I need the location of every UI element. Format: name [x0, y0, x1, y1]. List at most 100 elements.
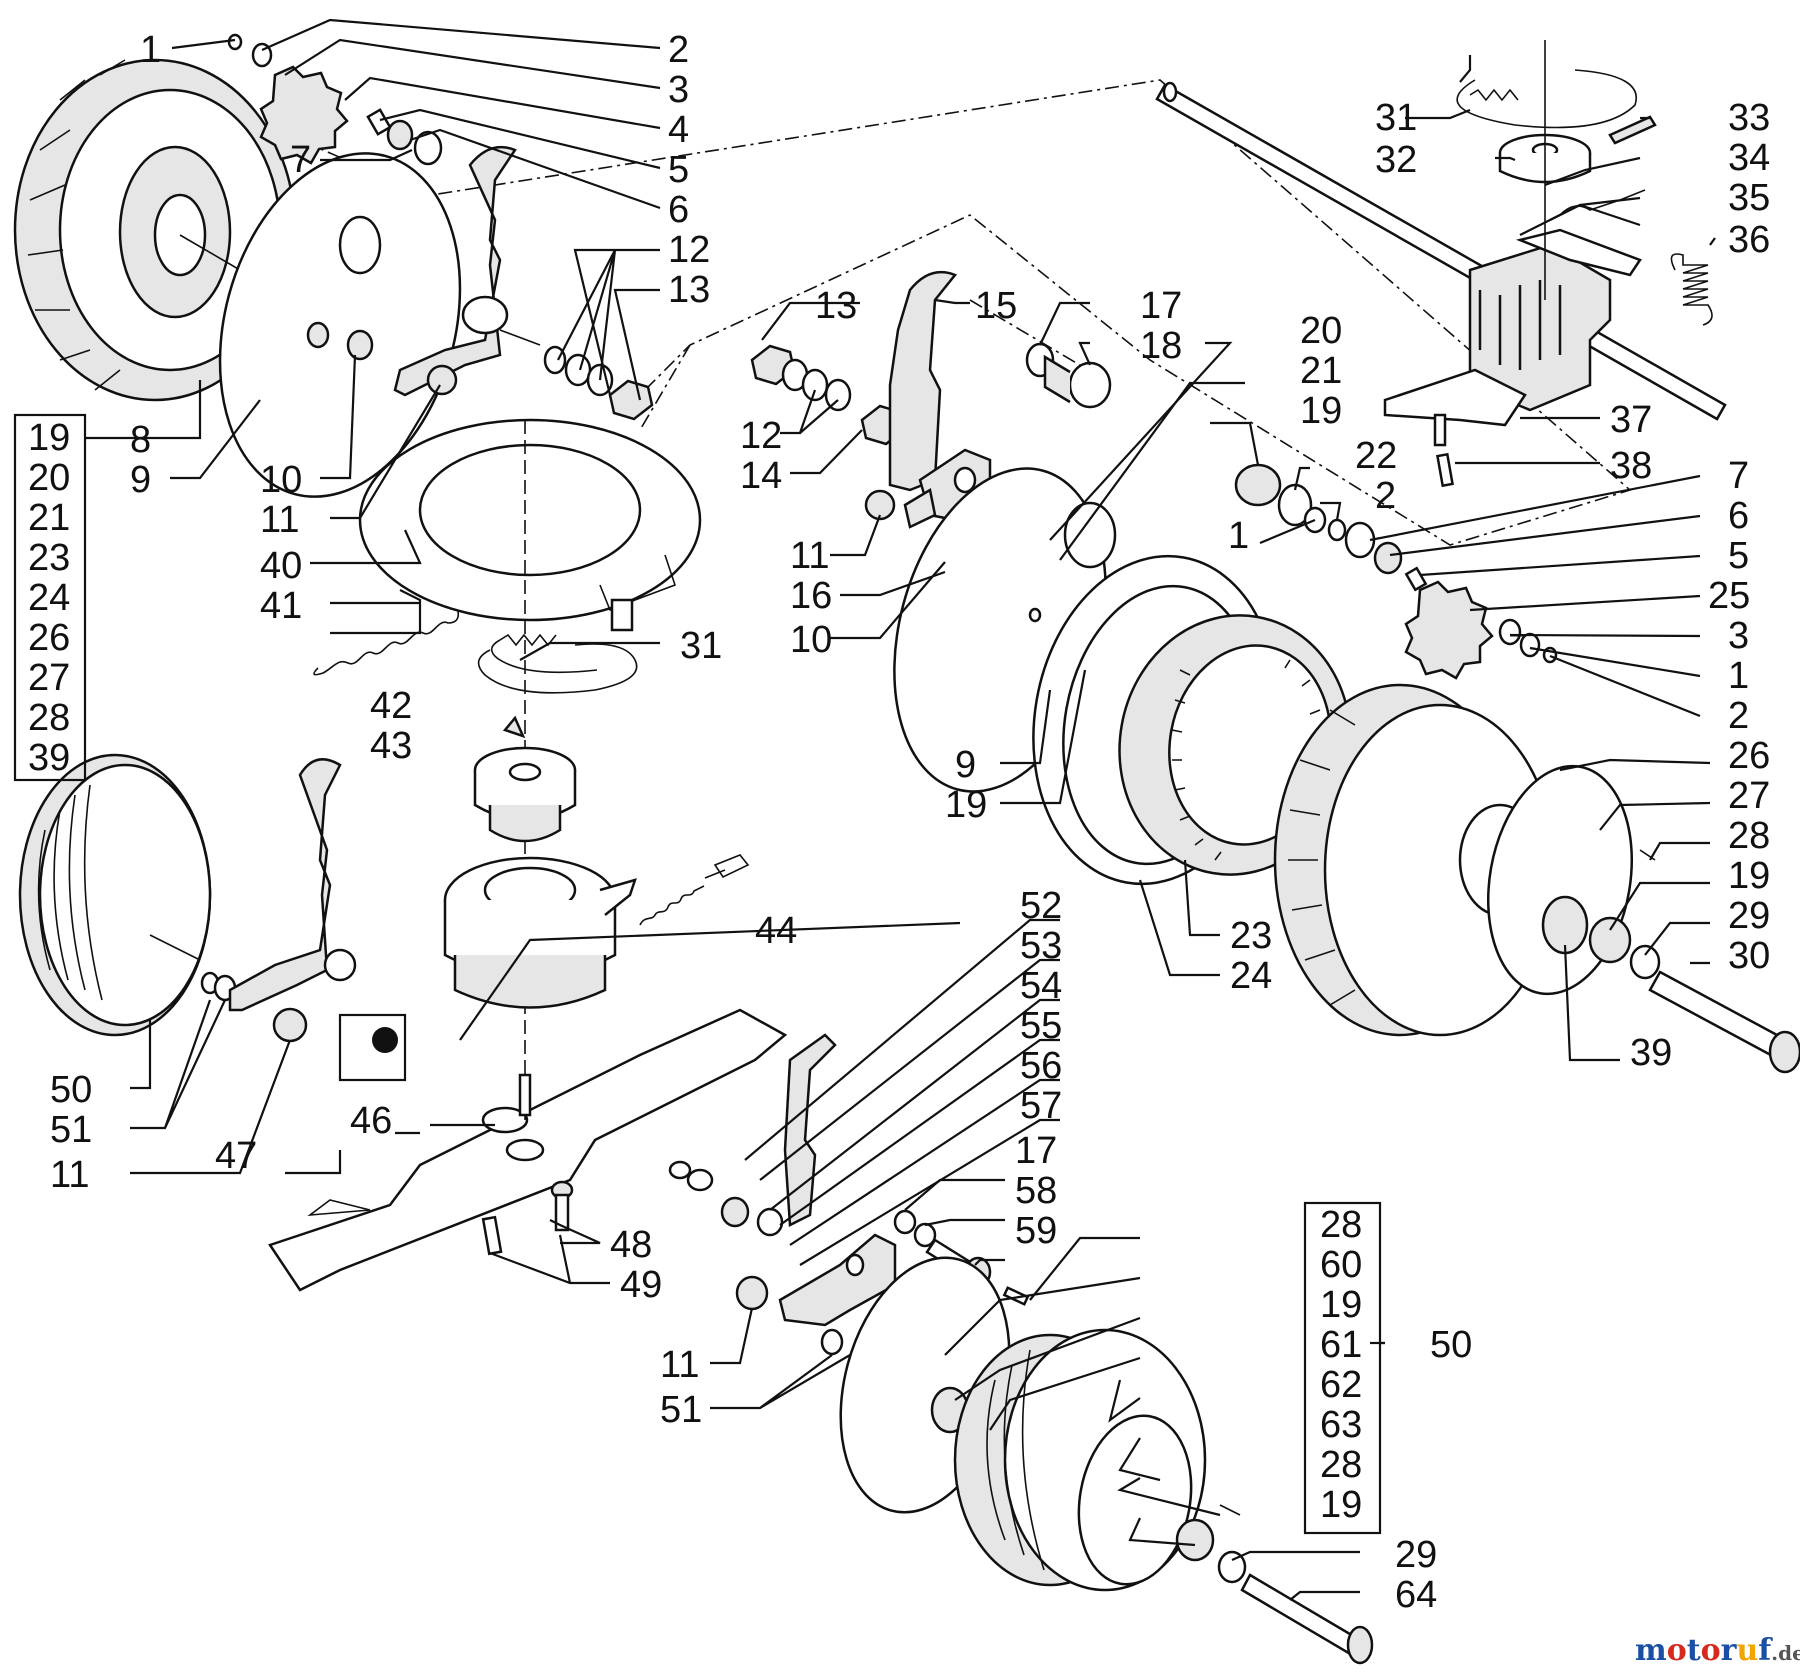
callout: 51 [50, 1109, 92, 1151]
gearbox [1456, 40, 1657, 412]
logo-suffix: .de [1771, 1641, 1800, 1665]
callout: 17 [1140, 285, 1182, 327]
callout: 37 [1610, 399, 1652, 441]
blade-bolts [481, 1180, 574, 1256]
callout: 3 [1728, 615, 1749, 657]
left-spring-washers [543, 345, 654, 421]
callout: 33 [1728, 97, 1770, 139]
callout: 23 [1230, 915, 1272, 957]
callout: 34 [1728, 137, 1770, 179]
bracket-37-38 [1383, 368, 1527, 488]
callout: 7 [290, 139, 311, 181]
callout: 2 [1375, 475, 1396, 517]
callout: 17 [1015, 1130, 1057, 1172]
callout: 15 [975, 285, 1017, 327]
group-item: 39 [28, 737, 70, 779]
logo-letter: t [1687, 1633, 1701, 1668]
right-small-parts [1145, 463, 1558, 680]
callout: 31 [1375, 97, 1417, 139]
callout: 21 [1300, 350, 1342, 392]
callout: 26 [1728, 735, 1770, 777]
callout: 41 [260, 585, 302, 627]
callout: 13 [668, 269, 710, 311]
callout: 5 [1728, 535, 1749, 577]
group-box-left [13, 413, 87, 782]
callout: 5 [668, 149, 689, 191]
callout: 28 [1320, 1444, 1362, 1486]
axle-bushing-17-18 [1025, 342, 1112, 409]
callout: 2 [668, 29, 689, 71]
group-item: 24 [28, 577, 70, 619]
callout: 50 [1430, 1324, 1472, 1366]
left-hub-small-parts [227, 33, 443, 166]
spring-36 [1670, 253, 1713, 326]
callout: 11 [660, 1344, 699, 1386]
callout: 29 [1395, 1534, 1437, 1576]
group-item: 23 [28, 537, 70, 579]
group-box-right [1303, 1201, 1382, 1535]
deck-ring [358, 418, 702, 632]
callout: 32 [1375, 139, 1417, 181]
left-drive-wheel [13, 58, 297, 402]
callout: 61 [1320, 1324, 1362, 1366]
callout: 1 [1228, 515, 1249, 557]
callout: 13 [815, 285, 857, 327]
callout: 54 [1020, 965, 1062, 1007]
callout: 40 [260, 545, 302, 587]
callout: 11 [50, 1154, 89, 1196]
callout: 14 [740, 455, 782, 497]
callout: 7 [1728, 455, 1749, 497]
callout: 29 [1728, 895, 1770, 937]
callout: 12 [740, 415, 782, 457]
callout: 35 [1728, 177, 1770, 219]
spring-44 [639, 885, 705, 926]
logo-letter: o [1701, 1633, 1721, 1668]
logo-letter: r [1721, 1633, 1738, 1668]
callout: 9 [130, 459, 151, 501]
callout: 22 [1355, 435, 1397, 477]
group-item: 20 [28, 457, 70, 499]
callout: 20 [1300, 310, 1342, 352]
callout: 28 [1728, 815, 1770, 857]
callout: 39 [1630, 1032, 1672, 1074]
callout: 16 [790, 575, 832, 617]
front-left-lever [228, 758, 357, 1043]
callout: 19 [1320, 1484, 1362, 1526]
group-item: 28 [28, 697, 70, 739]
callout: 10 [790, 619, 832, 661]
callout: 6 [1728, 495, 1749, 537]
left-group-list: 19 20 21 23 24 26 27 28 39 [28, 417, 70, 779]
callout: 6 [668, 189, 689, 231]
callout: 24 [1230, 955, 1272, 997]
belt-left [477, 633, 638, 694]
callout: 9 [955, 744, 976, 786]
callout: 53 [1020, 925, 1062, 967]
svg-text:motoruf.de: motoruf.de [1635, 1633, 1800, 1668]
group-item: 21 [28, 497, 70, 539]
leader-lines [85, 18, 1716, 1601]
callout: 18 [1140, 325, 1182, 367]
callout: 44 [755, 910, 797, 952]
logo-letter: m [1635, 1633, 1667, 1668]
callout: 58 [1015, 1170, 1057, 1212]
group-item: 27 [28, 657, 70, 699]
center-washers [750, 344, 906, 446]
callout: 19 [1728, 855, 1770, 897]
callout: 27 [1728, 775, 1770, 817]
assembly-marker [338, 1013, 407, 1082]
callout: 2 [1728, 695, 1749, 737]
callout: 46 [350, 1100, 392, 1142]
callout: 43 [370, 725, 412, 767]
callout: 19 [1320, 1284, 1362, 1326]
callout: 11 [260, 499, 299, 541]
callout: 10 [260, 459, 302, 501]
lower-washer-stack [668, 1160, 784, 1237]
mower-blade [268, 1008, 788, 1292]
lower-front-wheel [953, 1328, 1374, 1665]
spring-41 [313, 610, 460, 676]
callout: 25 [1708, 575, 1750, 617]
lower-center-lever [735, 1033, 897, 1356]
callout: 50 [50, 1069, 92, 1111]
callout: 28 [1320, 1204, 1362, 1246]
